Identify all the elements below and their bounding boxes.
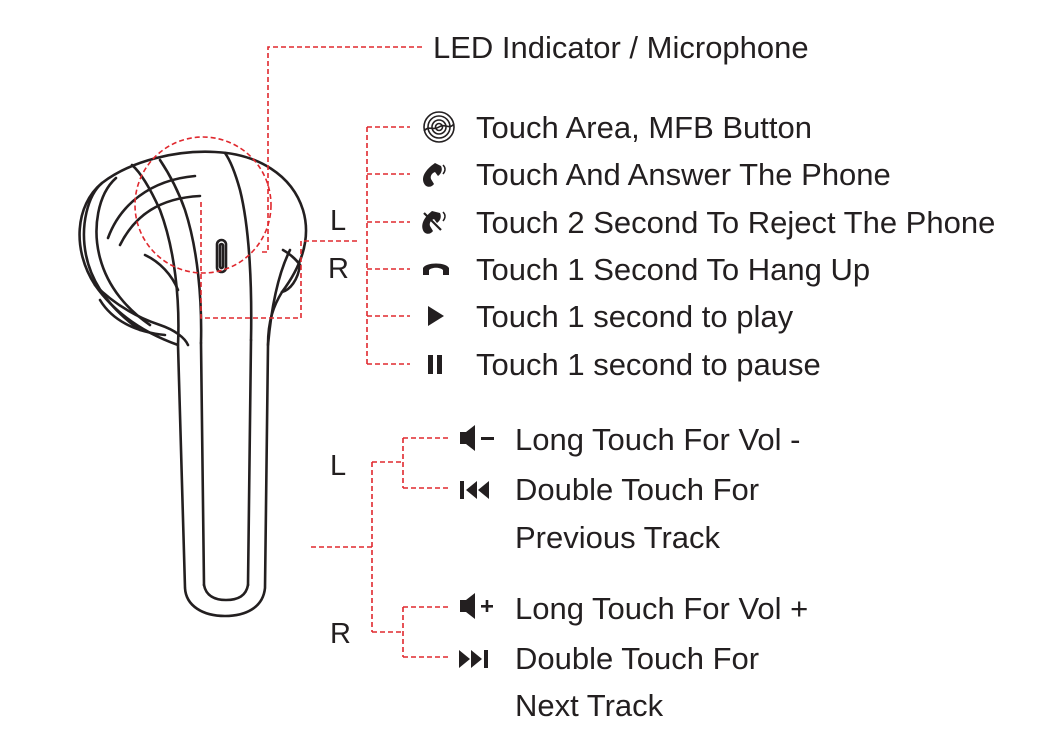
pause-icon — [428, 355, 442, 374]
function-label-hang-up: Touch 1 Second To Hang Up — [476, 252, 871, 287]
play-icon — [428, 306, 444, 326]
leader-lines — [134, 46, 450, 658]
function-label-pause: Touch 1 second to pause — [476, 347, 821, 382]
function-label-reject: Touch 2 Second To Reject The Phone — [476, 205, 996, 240]
fingerprint-icon — [423, 111, 455, 143]
previous-track-icon — [460, 481, 489, 499]
phone-reject-icon — [422, 211, 446, 234]
function-label-touch-area: Touch Area, MFB Button — [476, 110, 813, 145]
function-label-next-line1: Double Touch For — [515, 641, 760, 676]
volume-up-icon — [460, 593, 493, 619]
led-microphone-label: LED Indicator / Microphone — [433, 30, 809, 65]
function-label-previous-line2: Previous Track — [515, 520, 721, 555]
function-label-next-line2: Next Track — [515, 688, 664, 723]
function-label-play: Touch 1 second to play — [476, 299, 794, 334]
touch-area-outline — [134, 136, 272, 274]
side-right-label-bottom: R — [330, 618, 351, 650]
earbud-illustration — [78, 150, 308, 618]
function-label-vol-up: Long Touch For Vol + — [515, 591, 809, 626]
side-left-label-bottom: L — [330, 450, 347, 482]
function-label-vol-down: Long Touch For Vol - — [515, 422, 801, 457]
next-track-icon — [459, 650, 488, 668]
phone-answer-icon — [423, 163, 442, 187]
function-label-answer: Touch And Answer The Phone — [476, 157, 891, 192]
phone-answer-wave — [442, 164, 446, 175]
side-right-label-top: R — [328, 253, 349, 285]
hang-up-icon — [423, 263, 449, 275]
side-left-label-top: L — [330, 205, 347, 237]
function-label-previous-line1: Double Touch For — [515, 472, 760, 507]
volume-down-icon — [460, 425, 494, 451]
